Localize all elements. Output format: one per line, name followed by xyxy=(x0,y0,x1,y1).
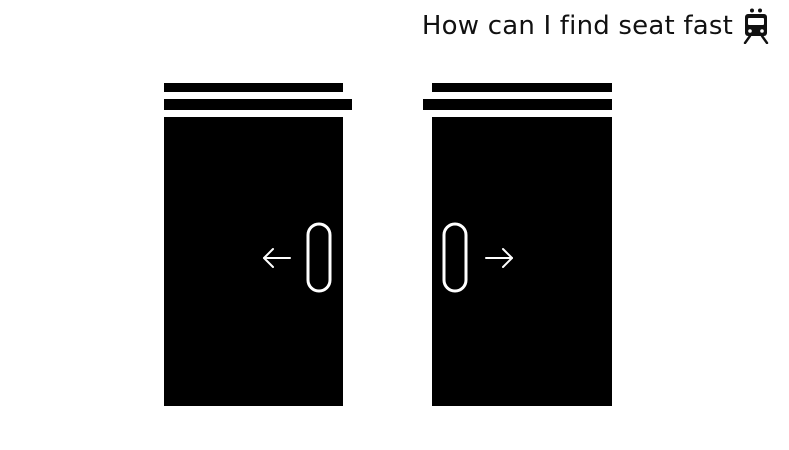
left-door-middle-bar xyxy=(164,99,352,110)
left-door-handle xyxy=(306,222,332,293)
arrow-left-icon xyxy=(263,248,291,268)
right-door-handle xyxy=(442,222,468,293)
train-icon xyxy=(743,8,769,44)
header: How can I find seat fast xyxy=(422,8,771,44)
left-door-panel xyxy=(164,117,343,406)
right-door-middle-bar xyxy=(423,99,612,110)
page-title: How can I find seat fast xyxy=(421,11,733,41)
right-door xyxy=(423,83,612,406)
left-door-top-bar xyxy=(164,83,343,92)
right-door-top-bar xyxy=(432,83,612,92)
right-door-panel xyxy=(432,117,612,406)
left-door xyxy=(164,83,352,406)
arrow-right-icon xyxy=(485,248,513,268)
